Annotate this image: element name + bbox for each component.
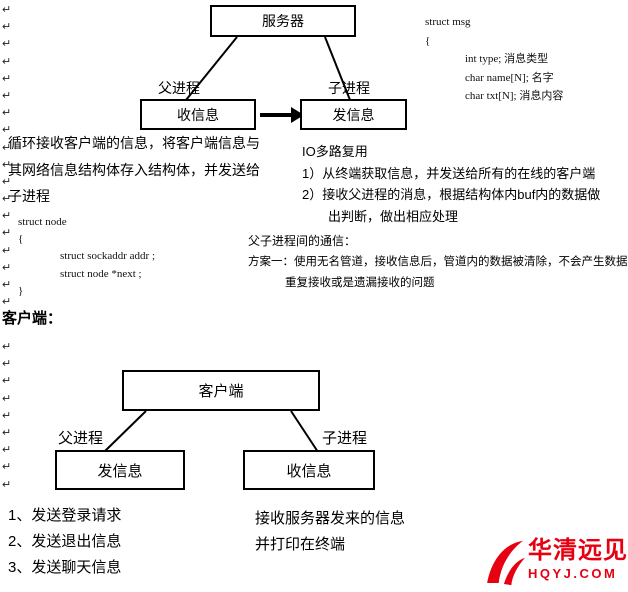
code-line: struct node (18, 216, 67, 228)
paragraph-return-mark-icon: ↵ (2, 124, 12, 137)
server-box: 服务器 (210, 5, 356, 37)
note-line: 子进程 (8, 188, 50, 204)
hqyj-logo-brand: 华清远见 (528, 537, 628, 564)
client-receive-note: 接收服务器发来的信息 并打印在终端 (255, 506, 405, 557)
client-box: 客户端 (122, 370, 320, 411)
ipc-note-line: 方案一：使用无名管道，接收信息后，管道内的数据被清除，不会产生数据 (248, 256, 628, 268)
paragraph-return-mark-icon: ↵ (2, 210, 12, 223)
paragraph-return-mark-icon: ↵ (2, 409, 12, 422)
hqyj-logo-domain: HQYJ.COM (528, 566, 618, 581)
paragraph-return-mark-icon: ↵ (2, 375, 12, 388)
paragraph-return-mark-icon: ↵ (2, 107, 12, 120)
note-line: 循环接收客户端的信息，将客户端信息与 (8, 135, 260, 151)
client-box-label: 客户端 (198, 383, 244, 400)
server-child-process-label: 子进程 (328, 80, 370, 96)
paragraph-return-mark-icon: ↵ (2, 4, 12, 16)
paragraph-return-mark-icon: ↵ (2, 341, 12, 353)
paragraph-return-mark-icon: ↵ (2, 478, 12, 491)
server-receive-box-label: 收信息 (177, 106, 219, 123)
ipc-note-line: 重复接收或是遗漏接收的问题 (285, 277, 435, 289)
code-line: { (425, 34, 431, 47)
paragraph-return-mark-icon: ↵ (2, 244, 12, 257)
connector-client-to-receive (290, 410, 319, 453)
code-line: int type; 消息类型 (465, 53, 549, 65)
paragraph-return-mark-icon: ↵ (2, 38, 12, 51)
task-list-item: 2、发送退出信息 (8, 533, 122, 550)
code-line: struct sockaddr addr ; (60, 250, 155, 263)
client-send-box: 发信息 (55, 450, 185, 490)
client-send-task-list: 1、发送登录请求 2、发送退出信息 3、发送聊天信息 (8, 503, 121, 581)
client-receive-box: 收信息 (243, 450, 375, 490)
hqyj-logo: 华清远见 HQYJ.COM (484, 536, 628, 588)
hqyj-logo-emblem-icon (487, 541, 525, 586)
struct-node-code: struct node { struct sockaddr addr ; str… (18, 214, 155, 300)
paragraph-return-mark-icon: ↵ (2, 392, 12, 405)
struct-msg-code: struct msg { int type; 消息类型 char name[N]… (425, 13, 563, 106)
io-note-line: IO多路复用 (302, 144, 368, 159)
paragraph-return-mark-icon: ↵ (2, 175, 12, 188)
paragraph-return-mark-icon: ↵ (2, 141, 12, 154)
parent-process-note: 循环接收客户端的信息，将客户端信息与 其网络信息结构体存入结构体，并发送给 子进… (8, 130, 260, 210)
paragraph-return-mark-icon: ↵ (2, 72, 12, 85)
client-parent-process-label: 父进程 (58, 430, 104, 447)
client-send-box-label: 发信息 (97, 462, 143, 480)
receive-note-line: 接收服务器发来的信息 (255, 510, 406, 527)
server-send-box-label: 发信息 (332, 106, 375, 123)
paragraph-return-mark-icon: ↵ (2, 193, 12, 206)
code-line: struct node *next ; (60, 267, 142, 280)
paragraph-return-mark-icon: ↵ (2, 279, 12, 291)
code-line: { (18, 233, 24, 246)
hqyj-logo-text: 华清远见 HQYJ.COM (528, 536, 628, 582)
paragraph-return-mark-icon: ↵ (2, 444, 12, 457)
paragraph-return-mark-icon: ↵ (2, 296, 12, 309)
server-parent-process-label: 父进程 (158, 80, 200, 96)
code-line: struct msg (425, 16, 471, 28)
paragraph-return-mark-icon: ↵ (2, 55, 12, 68)
io-note-line: 1）从终端获取信息，并发送给所有的在线的客户端 (302, 165, 596, 181)
task-list-item: 1、发送登录请求 (8, 507, 122, 524)
io-note-line: 2）接收父进程的消息，根据结构体内buf内的数据做 (302, 187, 601, 202)
paragraph-return-mark-icon: ↵ (2, 358, 12, 371)
ipc-note-title: 父子进程间的通信： (248, 234, 357, 248)
io-multiplex-note: IO多路复用 1）从终端获取信息，并发送给所有的在线的客户端 2）接收父进程的消… (302, 141, 600, 227)
server-receive-box: 收信息 (140, 99, 256, 130)
code-line: char txt[N]; 消息内容 (465, 90, 564, 102)
paragraph-return-mark-icon: ↵ (2, 461, 12, 474)
task-list-item: 3、发送聊天信息 (8, 559, 122, 576)
code-line: } (18, 284, 24, 297)
formatting-marks-column-bottom: ↵ ↵ ↵ ↵ ↵ ↵ ↵ ↵ ↵ (2, 339, 11, 494)
client-receive-box-label: 收信息 (286, 462, 332, 480)
note-line: 其网络信息结构体存入结构体，并发送给 (8, 161, 260, 178)
server-send-box: 发信息 (300, 99, 407, 130)
paragraph-return-mark-icon: ↵ (2, 158, 12, 171)
formatting-marks-column-top: ↵ ↵ ↵ ↵ ↵ ↵ ↵ ↵ ↵ ↵ ↵ ↵ ↵ ↵ ↵ ↵ ↵ ↵ (2, 2, 11, 311)
paragraph-return-mark-icon: ↵ (2, 227, 12, 240)
paragraph-return-mark-icon: ↵ (2, 261, 12, 274)
code-line: char name[N]; 名字 (465, 71, 554, 84)
server-box-label: 服务器 (262, 13, 304, 29)
receive-note-line: 并打印在终端 (255, 535, 346, 553)
paragraph-return-mark-icon: ↵ (2, 89, 12, 102)
client-child-process-label: 子进程 (322, 430, 368, 447)
paragraph-return-mark-icon: ↵ (2, 21, 12, 34)
ipc-note: 父子进程间的通信： 方案一：使用无名管道，接收信息后，管道内的数据被清除，不会产… (248, 231, 628, 294)
connector-client-to-send (103, 410, 147, 453)
io-note-line: 出判断，做出相应处理 (328, 208, 459, 224)
client-section-heading: 客户端： (2, 310, 63, 327)
paragraph-return-mark-icon: ↵ (2, 426, 12, 439)
